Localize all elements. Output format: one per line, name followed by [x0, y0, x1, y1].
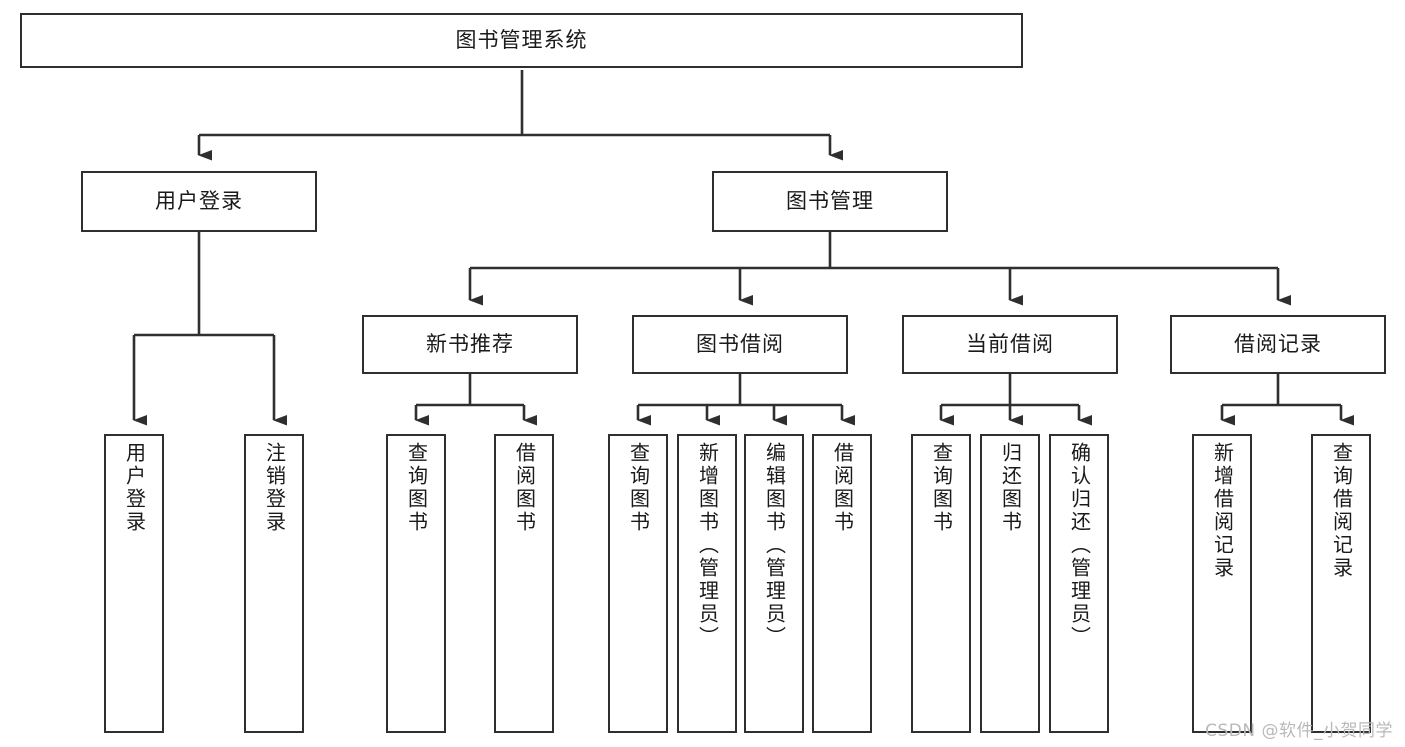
leaf-borrow-query-book[interactable]: 查询图书 [608, 434, 668, 733]
leaf-recommend-query-book-label: 查询图书 [404, 442, 429, 534]
node-borrow-record[interactable]: 借阅记录 [1170, 315, 1386, 374]
node-borrow-record-label: 借阅记录 [1234, 331, 1322, 356]
leaf-current-query-book-label: 查询图书 [929, 442, 954, 534]
leaf-borrow-borrow-book[interactable]: 借阅图书 [812, 434, 872, 733]
leaf-borrow-add-book-label: 新增图书（管理员） [695, 442, 720, 649]
leaf-recommend-borrow-book[interactable]: 借阅图书 [494, 434, 554, 733]
leaf-user-login-signin[interactable]: 用户登录 [104, 434, 164, 733]
leaf-borrow-edit-book-label: 编辑图书（管理员） [762, 442, 787, 649]
leaf-user-login-signout[interactable]: 注销登录 [244, 434, 304, 733]
leaf-current-confirm-return-label: 确认归还（管理员） [1067, 442, 1092, 649]
leaf-borrow-add-book[interactable]: 新增图书（管理员） [677, 434, 737, 733]
leaf-current-confirm-return[interactable]: 确认归还（管理员） [1049, 434, 1109, 733]
leaf-user-login-signout-label: 注销登录 [262, 442, 287, 534]
leaf-borrow-borrow-book-label: 借阅图书 [830, 442, 855, 534]
leaf-record-add-record-label: 新增借阅记录 [1210, 442, 1235, 580]
node-root-system[interactable]: 图书管理系统 [20, 13, 1023, 68]
leaf-borrow-edit-book[interactable]: 编辑图书（管理员） [744, 434, 804, 733]
leaf-record-add-record[interactable]: 新增借阅记录 [1192, 434, 1252, 733]
leaf-record-query-record[interactable]: 查询借阅记录 [1311, 434, 1371, 733]
node-user-login[interactable]: 用户登录 [81, 171, 317, 232]
leaf-current-return-book-label: 归还图书 [998, 442, 1023, 534]
node-current-borrow-label: 当前借阅 [966, 331, 1054, 356]
leaf-current-query-book[interactable]: 查询图书 [911, 434, 971, 733]
node-new-book-recommend[interactable]: 新书推荐 [362, 315, 578, 374]
node-book-borrow[interactable]: 图书借阅 [632, 315, 848, 374]
watermark-text: CSDN @软件_小贺同学 [1205, 721, 1393, 741]
leaf-record-query-record-label: 查询借阅记录 [1329, 442, 1354, 580]
node-book-management-label: 图书管理 [786, 188, 874, 213]
node-current-borrow[interactable]: 当前借阅 [902, 315, 1118, 374]
node-root-system-label: 图书管理系统 [455, 27, 588, 52]
node-user-login-label: 用户登录 [155, 188, 243, 213]
node-new-book-recommend-label: 新书推荐 [426, 331, 514, 356]
leaf-recommend-query-book[interactable]: 查询图书 [386, 434, 446, 733]
node-book-management[interactable]: 图书管理 [712, 171, 948, 232]
leaf-current-return-book[interactable]: 归还图书 [980, 434, 1040, 733]
node-book-borrow-label: 图书借阅 [696, 331, 784, 356]
leaf-borrow-query-book-label: 查询图书 [626, 442, 651, 534]
leaf-recommend-borrow-book-label: 借阅图书 [512, 442, 537, 534]
leaf-user-login-signin-label: 用户登录 [122, 442, 147, 534]
